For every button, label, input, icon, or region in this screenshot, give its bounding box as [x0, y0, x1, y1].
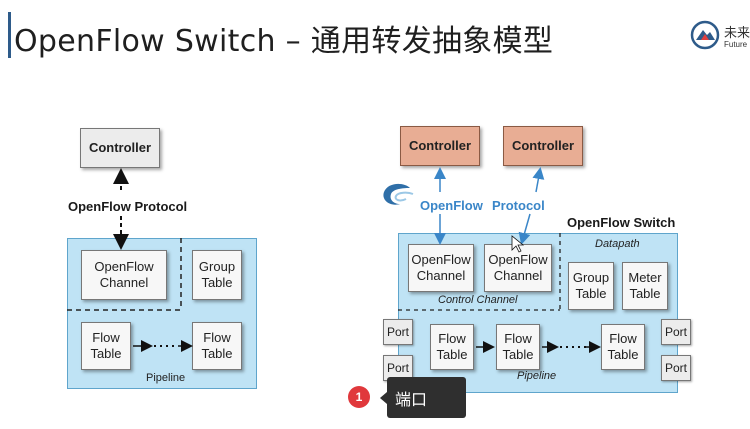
left-flow-table-1-box: Flow Table: [81, 322, 131, 370]
right-meter-table-box: Meter Table: [622, 262, 668, 310]
left-flow-table-2-box: Flow Table: [192, 322, 242, 370]
port-right-bottom: Port: [661, 355, 691, 381]
left-flow-table-2-label: Flow Table: [201, 330, 233, 361]
logo-text-cn: 未来: [724, 26, 750, 41]
title-accent-bar: [8, 12, 11, 58]
right-flow-table-1-box: Flow Table: [430, 324, 474, 370]
openflow-swirl-icon: [383, 183, 414, 205]
openflow-switch-title: OpenFlow Switch: [567, 215, 676, 230]
tooltip-arrow: [380, 392, 387, 404]
control-channel-label: Control Channel: [438, 294, 518, 306]
logo-mark-icon: [690, 20, 720, 50]
slide-title: OpenFlow Switch – 通用转发抽象模型: [14, 24, 554, 59]
port-tooltip: 端口: [387, 377, 466, 418]
right-flow-table-2-label: Flow Table: [502, 331, 534, 362]
right-flow-table-3-label: Flow Table: [607, 331, 639, 362]
right-flow-table-3-box: Flow Table: [601, 324, 645, 370]
brand-logo: 未来 Future: [690, 16, 750, 56]
right-flow-table-2-box: Flow Table: [496, 324, 540, 370]
right-pipeline-label: Pipeline: [517, 370, 557, 382]
tooltip-text: 端口: [395, 389, 428, 409]
right-openflow-channel-2-box: OpenFlow Channel: [484, 244, 552, 292]
left-controller-box: Controller: [80, 128, 160, 168]
left-openflow-channel-box: OpenFlow Channel: [81, 250, 167, 300]
right-openflow-channel-1-box: OpenFlow Channel: [408, 244, 474, 292]
logo-text-en: Future: [724, 40, 748, 49]
right-openflow-channel-2-label: OpenFlow Channel: [488, 252, 548, 283]
right-meter-table-label: Meter Table: [628, 270, 662, 301]
right-controller-2-box: Controller: [503, 126, 583, 166]
protocol-word-label: Protocol: [492, 198, 545, 213]
right-openflow-channel-1-label: OpenFlow Channel: [411, 252, 471, 283]
left-group-table-label: Group Table: [198, 259, 236, 290]
left-group-table-box: Group Table: [192, 250, 242, 300]
left-flow-table-1-label: Flow Table: [90, 330, 122, 361]
right-flow-table-1-label: Flow Table: [436, 331, 468, 362]
right-group-table-label: Group Table: [572, 270, 610, 301]
datapath-label: Datapath: [595, 238, 640, 250]
left-openflow-channel-label: OpenFlow Channel: [94, 259, 154, 290]
right-group-table-box: Group Table: [568, 262, 614, 310]
port-right-top: Port: [661, 319, 691, 345]
port-left-top: Port: [383, 319, 413, 345]
openflow-word-label: OpenFlow: [420, 198, 483, 213]
left-pipeline-label: Pipeline: [146, 372, 186, 384]
right-controller-1-box: Controller: [400, 126, 480, 166]
left-protocol-label: OpenFlow Protocol: [68, 199, 188, 214]
annotation-badge[interactable]: 1: [348, 386, 370, 408]
